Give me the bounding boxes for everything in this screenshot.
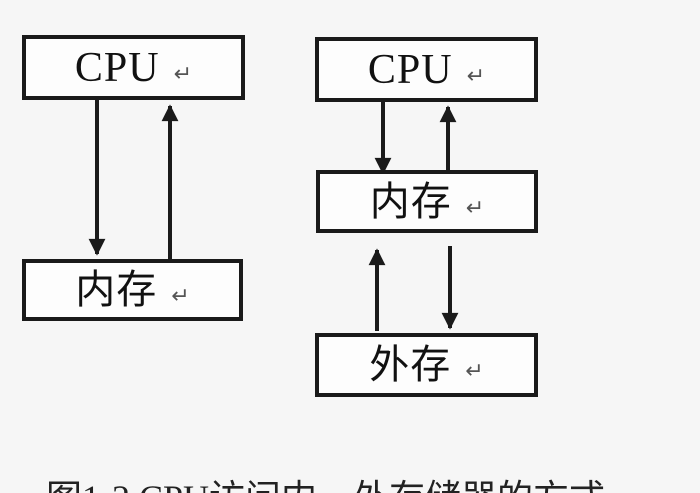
right-storage-label: 外存	[369, 342, 452, 387]
right-cpu-label: CPU	[367, 46, 453, 93]
paragraph-return-icon: ↵	[465, 359, 484, 384]
right-memory-box: 内存 ↵	[316, 170, 538, 233]
figure-caption: 图1-2 CPU访问内、外存储器的方式	[46, 478, 605, 493]
paragraph-return-icon: ↵	[466, 63, 486, 89]
paragraph-return-icon: ↵	[173, 61, 193, 87]
right-cpu-box: CPU ↵	[315, 37, 538, 102]
left-memory-box: 内存 ↵	[22, 259, 243, 321]
paragraph-return-icon: ↵	[465, 195, 485, 221]
right-memory-label: 内存	[369, 178, 452, 224]
right-storage-box: 外存 ↵	[315, 333, 538, 397]
paragraph-return-icon: ↵	[171, 284, 190, 309]
left-cpu-box: CPU ↵	[22, 35, 245, 100]
left-cpu-label: CPU	[74, 44, 160, 91]
left-memory-label: 内存	[75, 267, 158, 312]
